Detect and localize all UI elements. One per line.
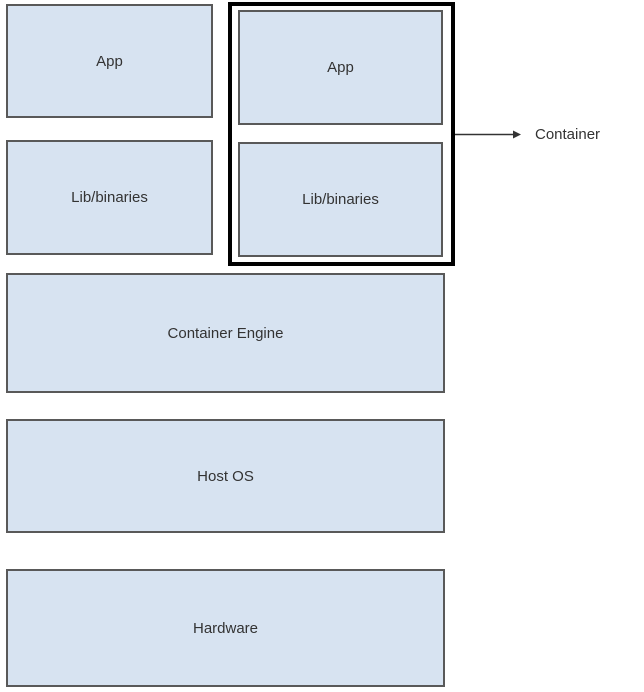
app-box-left-label: App (96, 52, 123, 70)
container-callout-label: Container (535, 126, 601, 143)
app-box-container: App (238, 10, 443, 125)
container-group-outline: App Lib/binaries (228, 2, 455, 266)
app-box-container-label: App (327, 59, 354, 76)
app-box-left: App (6, 4, 213, 118)
container-callout-arrow-icon (455, 130, 521, 139)
lib-binaries-box-left: Lib/binaries (6, 140, 213, 255)
hardware-box: Hardware (6, 569, 445, 687)
container-engine-box: Container Engine (6, 273, 445, 393)
lib-binaries-box-container: Lib/binaries (238, 142, 443, 257)
container-engine-label: Container Engine (167, 324, 284, 342)
lib-binaries-box-left-label: Lib/binaries (71, 189, 148, 206)
lib-binaries-box-container-label: Lib/binaries (302, 191, 379, 208)
hardware-label: Hardware (192, 619, 259, 637)
host-os-box: Host OS (6, 419, 445, 533)
host-os-label: Host OS (197, 467, 254, 485)
